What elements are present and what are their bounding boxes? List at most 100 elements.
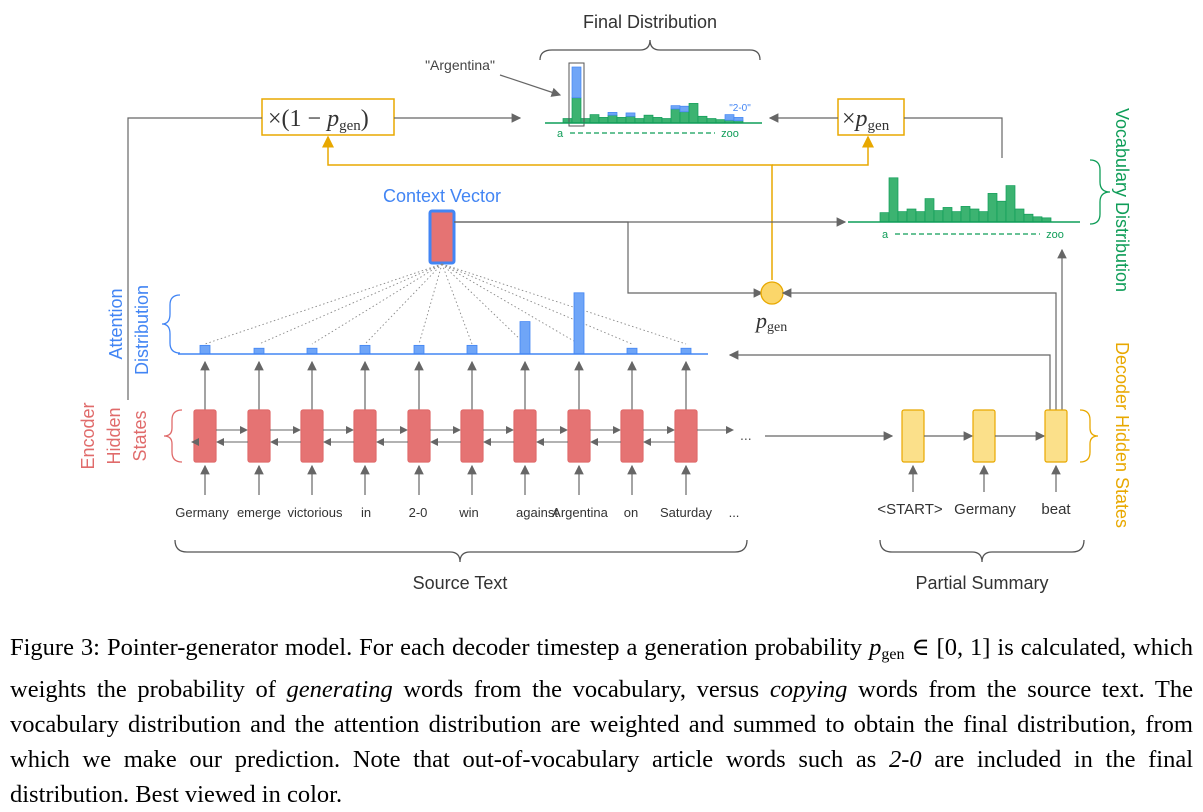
attention-link xyxy=(441,263,473,345)
encoder-state xyxy=(300,409,324,463)
vocab-bar xyxy=(969,208,980,223)
pointer-generator-diagram: Final Distribution "Argentina" "2-0" a z… xyxy=(78,12,1132,593)
figure-caption: Figure 3: Pointer-generator model. For e… xyxy=(10,634,1194,808)
attention-label-2: Distribution xyxy=(132,285,152,375)
vocab-bar xyxy=(1032,216,1043,223)
encoder-state xyxy=(674,409,698,463)
vocab-bar xyxy=(933,210,944,223)
final-bar-vocab xyxy=(607,114,618,124)
vocab-axis-start: a xyxy=(882,229,889,241)
vocab-bar xyxy=(924,198,935,223)
final-bar-vocab xyxy=(670,108,681,124)
encoder-state xyxy=(353,409,377,463)
pgen-multiply-box xyxy=(837,98,905,136)
attention-bar xyxy=(573,292,585,355)
attention-brace xyxy=(161,294,181,354)
vocab-to-weight-line xyxy=(904,117,1003,158)
attention-bar xyxy=(626,347,638,355)
attention-link xyxy=(418,263,443,345)
vocab-bar xyxy=(897,211,908,223)
context-vector xyxy=(428,209,456,265)
attention-link xyxy=(204,263,443,345)
attention-link xyxy=(364,263,443,345)
encoder-states xyxy=(191,360,734,495)
source-word: victorious xyxy=(288,505,343,520)
one-minus-pgen-label: ×(1 − pgen) xyxy=(268,106,369,134)
encoder-ellipsis: ... xyxy=(740,427,752,443)
pgen-to-one-minus-line xyxy=(322,135,773,280)
vocab-brace xyxy=(1089,159,1111,225)
decoder-to-pgen-arrow xyxy=(781,288,1057,425)
final-distribution-label: Final Distribution xyxy=(583,12,717,32)
decoder-states xyxy=(901,409,1068,492)
decoder-state xyxy=(972,409,996,463)
final-distribution-chart xyxy=(562,62,744,127)
encoder-brace xyxy=(163,409,183,463)
source-word: 2-0 xyxy=(409,505,428,520)
final-distribution-brace xyxy=(539,39,761,61)
summary-word: <START> xyxy=(877,501,943,518)
attention-link xyxy=(441,263,580,345)
summary-word: beat xyxy=(1041,501,1071,518)
two-zero-label: "2-0" xyxy=(729,103,751,114)
attention-bar xyxy=(199,344,211,355)
encoder-state xyxy=(460,409,484,463)
attention-bar xyxy=(466,344,478,355)
final-bar-vocab xyxy=(652,117,663,124)
attention-distribution-chart xyxy=(199,292,692,355)
vocab-bar xyxy=(915,211,926,223)
attention-dotted-lines xyxy=(204,263,687,345)
final-bar-attention xyxy=(733,117,744,122)
decoder-states-label: Decoder Hidden States xyxy=(1112,342,1132,528)
encoder-state xyxy=(193,409,217,463)
final-bar-vocab xyxy=(589,114,600,124)
one-minus-pgen-box xyxy=(261,98,395,136)
decoder-to-attention-arrow xyxy=(728,350,1051,425)
final-bar-vocab xyxy=(625,115,636,124)
vocab-bar xyxy=(987,193,998,223)
encoder-label-1: Encoder xyxy=(78,402,98,469)
final-axis-start: a xyxy=(557,128,564,140)
final-bar-vocab xyxy=(688,103,699,124)
source-word: win xyxy=(458,505,479,520)
vocab-bar xyxy=(1014,208,1025,223)
final-bar-attention xyxy=(679,105,690,113)
source-word: Germany xyxy=(175,505,229,520)
decoder-brace xyxy=(1079,409,1099,463)
attention-bar xyxy=(359,344,371,355)
source-text-brace xyxy=(174,539,748,563)
final-bar-vocab xyxy=(598,117,609,124)
attention-link xyxy=(441,263,526,345)
attention-label-1: Attention xyxy=(106,288,126,359)
attention-bar xyxy=(413,344,425,355)
decoder-state xyxy=(1044,409,1068,463)
argentina-label: "Argentina" xyxy=(425,57,495,73)
final-bar-attention xyxy=(607,112,618,116)
attention-link xyxy=(441,263,633,345)
final-bar-vocab xyxy=(679,111,690,124)
final-bar-attention xyxy=(571,66,582,99)
decoder-state xyxy=(901,409,925,463)
attention-to-weight-line xyxy=(127,117,262,400)
attention-bar xyxy=(680,347,692,355)
attention-bar xyxy=(253,347,265,355)
attention-bar xyxy=(306,347,318,355)
source-word: Argentina xyxy=(552,505,608,520)
argentina-pointer xyxy=(499,74,562,97)
attention-link xyxy=(258,263,443,345)
vocab-bar xyxy=(996,200,1007,223)
source-word: Saturday xyxy=(660,505,713,520)
vocab-bar xyxy=(879,212,890,223)
vocab-bar xyxy=(906,208,917,223)
final-bar-vocab xyxy=(643,114,654,124)
pgen-node xyxy=(760,281,784,305)
final-axis-end: zoo xyxy=(721,128,739,140)
encoder-state xyxy=(247,409,271,463)
summary-word: Germany xyxy=(954,501,1016,518)
final-bar-attention xyxy=(625,112,636,117)
source-word: against xyxy=(516,505,558,520)
vocab-distribution-label: Vocabulary Distribution xyxy=(1112,108,1132,292)
final-bar-vocab xyxy=(571,97,582,124)
attention-bar xyxy=(519,321,531,355)
